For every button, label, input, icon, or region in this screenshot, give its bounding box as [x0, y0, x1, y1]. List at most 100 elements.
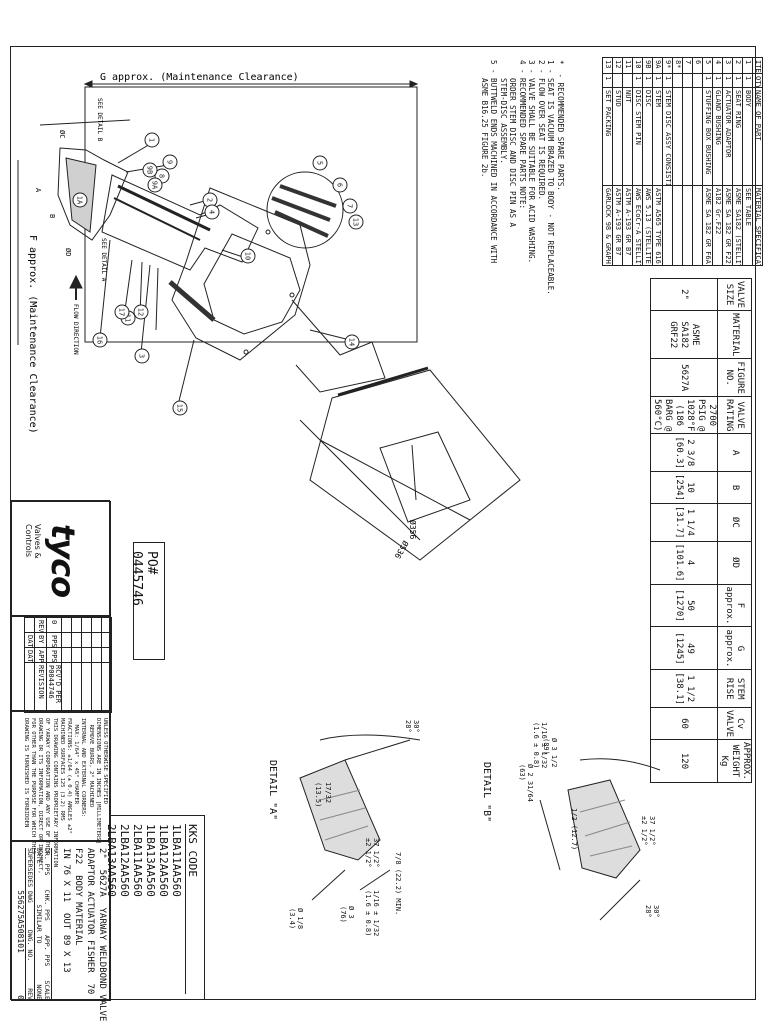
flow-direction-label: FLOW DIRECTION: [72, 304, 79, 355]
dimension-label: 37 1/2° ±2 1/2°: [640, 816, 656, 846]
dr-label: DR.: [43, 848, 51, 860]
see-detail-b-label: SEE DETAIL B: [96, 98, 103, 142]
callout-balloon: 14: [344, 334, 360, 350]
spec-text-line: MAX: 1/64" x 45° CHAMFER: [73, 718, 80, 805]
dim-c-label: ØC: [58, 130, 66, 138]
valve-body: [57, 147, 129, 241]
rev-blank-1: [101, 617, 112, 633]
rev-value: 0: [46, 617, 62, 633]
tyco-logo: tyco: [44, 524, 82, 598]
rev-app: PPS: [46, 647, 62, 663]
rev-description: RCV'D PER P0044746: [46, 662, 62, 713]
dwg-label: DWG. NO.: [26, 929, 34, 962]
spec-text-line: REMOVE BURRS, 2° MACHINED: [87, 718, 94, 808]
app-label: APP.: [43, 934, 51, 951]
scale-value: NONE: [35, 984, 43, 1000]
callout-balloon: 6: [332, 177, 348, 193]
callout-number: 11: [124, 314, 132, 322]
rev-header-app: APP: [34, 647, 47, 663]
dim-d-label: ØD: [64, 248, 72, 256]
po-number: PO# 0445746: [129, 551, 159, 606]
revision-row: 0 PPS PPS RCV'D PER P0044746: [46, 617, 62, 713]
supersedes-label: SUPERSEDES DWG: [26, 848, 34, 903]
scale-label: SCALE: [43, 980, 51, 1000]
drawing-number: 556275A508101: [16, 890, 25, 953]
rev-header-revision: REVISION: [34, 662, 47, 713]
rev-by: PPS: [46, 632, 62, 648]
dim-g-label: G approx. (Maintenance Clearance): [100, 72, 299, 83]
callout-balloon: 9A: [147, 177, 163, 193]
date-label: DATE: [35, 848, 43, 864]
tyco-tagline: Valves & Controls: [24, 524, 42, 559]
dr-value: PPS: [43, 863, 51, 876]
spec-text-line: FRACTIONS: ±1/64 (± 0.4) ANGLES ±2°: [65, 718, 72, 834]
callout-number: 8: [158, 174, 166, 178]
callout-balloon: 10: [240, 248, 256, 264]
dimension-label: (13.5): [314, 782, 322, 808]
callout-number: 10: [244, 252, 252, 260]
dimension-label: 30° 28°: [404, 720, 420, 733]
callout-balloon: 15: [172, 400, 188, 416]
callout-balloon: 7: [342, 198, 358, 214]
title-description-line: F22 BODY MATERIAL: [73, 848, 83, 946]
see-detail-a-label: SEE DETAIL A: [100, 238, 107, 282]
detail-b-title: DETAIL "B": [481, 762, 492, 823]
spec-text-line: DRAWING OR ITS INFORMATION, DIRECT OR IN…: [37, 718, 44, 874]
kks-code: 1LBA11AA560: [170, 824, 183, 897]
kks-code: 2LBA13AA560: [105, 824, 118, 897]
po-number-box: PO# 0445746: [129, 542, 165, 660]
callout-number: 15: [176, 404, 184, 412]
dim-f-label: F approx. (Maintenance Clearance): [27, 235, 38, 434]
callout-balloon: 4: [204, 204, 220, 220]
dimension-label: 37 1/2° ±2 1/2°: [364, 838, 380, 868]
rev-label: REV: [26, 988, 34, 1000]
revision-block: 0 PPS PPS RCV'D PER P0044746 REV BY APP …: [11, 616, 112, 713]
dimension-label: Ø 3 1/2 (89): [542, 738, 558, 768]
spec-text-line: UNLESS OTHERWISE SPECIFIED: [102, 718, 108, 805]
callout-balloon: 1: [144, 132, 160, 148]
dim-dia-356: Ø356: [408, 520, 418, 539]
dim-a-label: A: [34, 188, 42, 193]
dimension-label: Ø 2 31/64 (63): [518, 764, 534, 802]
kks-code: 2LBA11AA560: [131, 824, 144, 897]
callout-number: 2: [206, 198, 214, 202]
callout-number: 9A: [151, 181, 159, 190]
title-description-line: ADAPTOR ACTUATOR FISHER 70: [85, 848, 95, 995]
callout-number: 6: [336, 183, 344, 187]
similar-label: SIMILAR TO: [35, 904, 43, 944]
spec-text-line: INTERNAL AND EXTERNAL CORNERS:: [80, 718, 87, 818]
dim-b-label: B: [48, 214, 56, 218]
dimension-label: 1/16 ± 1/32 (1.6 ± 0.8): [364, 890, 380, 937]
rev-header-date-2: DATE: [24, 647, 35, 663]
title-fields: DR. PPS CHK. PPS APP. PPS SCALE DATE SIM…: [15, 848, 52, 1000]
spec-text-line: DIMENSIONS ARE IN INCHES [MILLIMETERS]: [94, 718, 101, 844]
dimension-label: 30° 28°: [644, 905, 660, 918]
actuator-neck: [291, 299, 386, 393]
callout-number: 4: [208, 210, 216, 214]
callout-number: 9B: [146, 166, 154, 174]
callout-balloon: 16: [92, 332, 108, 348]
dimension-label: Ø 1/8 (3.4): [288, 908, 304, 930]
callout-balloon: 9B: [142, 162, 158, 178]
callout-balloon: 3: [134, 348, 150, 364]
kks-code: 2LBA12AA560: [118, 824, 131, 897]
callout-number: 14: [348, 338, 356, 346]
callout-number: 13: [352, 218, 360, 226]
revision-table-wrap: 0 PPS PPS RCV'D PER P0044746 REV BY APP …: [24, 617, 112, 713]
callout-balloon: 13: [348, 214, 364, 230]
callout-balloon: 1A: [72, 192, 88, 208]
kks-code: 1LBA12AA560: [157, 824, 170, 897]
rev-header-date-1: DATE: [24, 632, 35, 648]
callout-number: 16: [96, 336, 104, 344]
app-value: PPS: [43, 954, 51, 967]
callout-balloon: 9: [162, 154, 178, 170]
title-description-line: IN 76 X 11 OUT 89 X 13: [61, 848, 71, 973]
callout-number: 9: [166, 160, 174, 164]
